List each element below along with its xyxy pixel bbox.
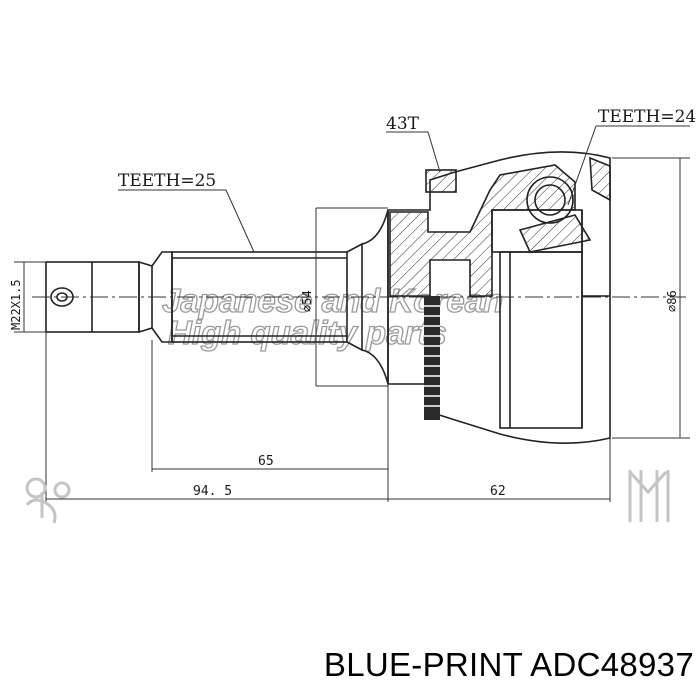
dimension-lines: [14, 125, 690, 502]
brand-logo-right: [628, 470, 670, 522]
outer-housing: [387, 151, 611, 444]
teeth-right-label: TEETH=24: [598, 107, 696, 127]
watermark-line1: Japanese and Korean: [162, 282, 503, 319]
teeth-left-label: TEETH=25: [118, 171, 216, 191]
brand-logo-left: [25, 477, 71, 524]
length-94-label: 94. 5: [193, 484, 232, 499]
abs-teeth-label: 43T: [386, 114, 420, 134]
shaft-dia-label: ⌀54: [300, 290, 314, 312]
part-number-caption: BLUE-PRINT ADC48937: [323, 646, 694, 683]
abs-ring: [424, 296, 440, 420]
stub-shaft: [45, 209, 389, 385]
length-65-label: 65: [258, 454, 274, 469]
length-62-label: 62: [490, 484, 506, 499]
outer-dia-label: ⌀86: [665, 290, 679, 312]
watermark: Japanese and Korean High quality parts: [161, 281, 503, 351]
thread-dim-label: M22X1.5: [9, 279, 23, 330]
watermark-line2: High quality parts: [168, 314, 447, 351]
